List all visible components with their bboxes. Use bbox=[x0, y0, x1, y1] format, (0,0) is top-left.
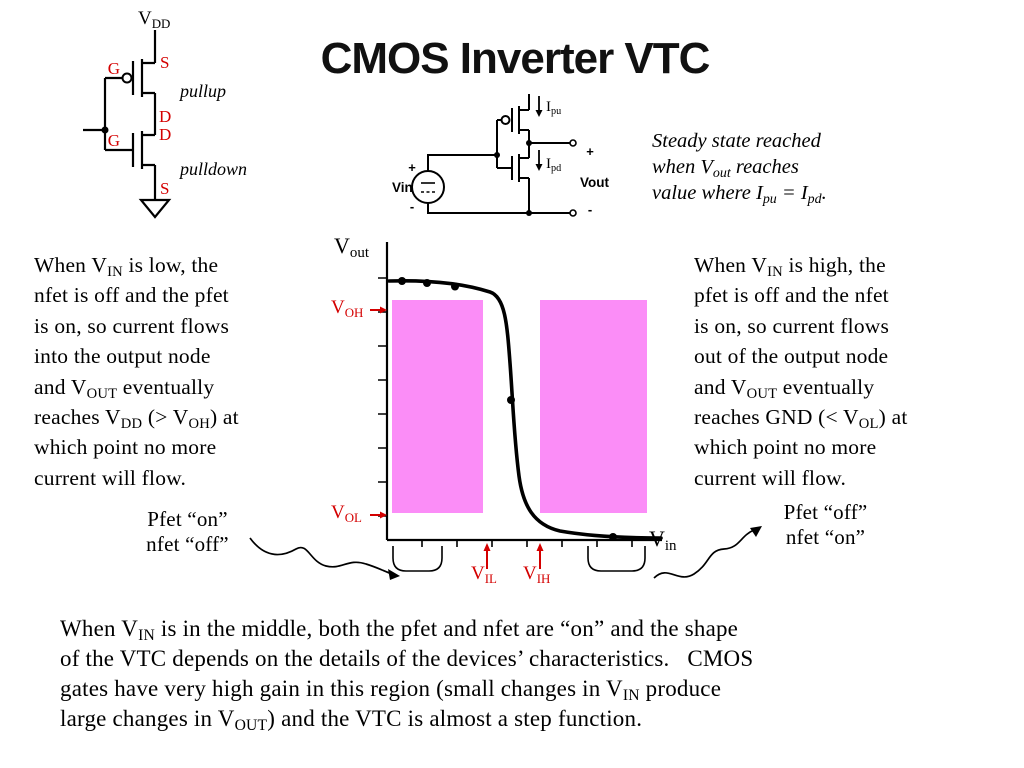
x-axis-label: Vin bbox=[649, 526, 677, 555]
pmos-bubble bbox=[121, 72, 133, 84]
noise-margin-low-region bbox=[540, 300, 647, 513]
pmos-gate-label: G bbox=[108, 59, 120, 78]
bottom-terminal bbox=[569, 209, 577, 217]
source-plus: + bbox=[408, 160, 416, 175]
ipd-label: Ipd bbox=[546, 156, 562, 174]
pullup-pulldown-schematic: S G D D G S pullup pulldown bbox=[83, 30, 247, 219]
ground-symbol bbox=[138, 198, 172, 219]
mini-circuit-wires bbox=[427, 94, 570, 214]
vol-arrow bbox=[370, 511, 387, 519]
vil-arrow bbox=[483, 543, 491, 569]
ipd-arrow bbox=[535, 150, 543, 171]
vil-label: VIL bbox=[471, 563, 497, 586]
voh-arrow bbox=[370, 306, 387, 314]
right-region-bracket bbox=[587, 546, 646, 572]
pmos-source-label: S bbox=[160, 53, 169, 72]
vin-label: Vin bbox=[392, 180, 413, 195]
output-plus: + bbox=[586, 144, 594, 159]
nmos-drain-label: D bbox=[159, 125, 171, 144]
output-terminal bbox=[569, 139, 577, 147]
vtc-curve bbox=[387, 279, 663, 540]
page-title: CMOS Inverter VTC bbox=[320, 34, 711, 83]
x-ticks bbox=[421, 540, 633, 547]
vih-arrow bbox=[536, 543, 544, 569]
nmos-source-label: S bbox=[160, 179, 169, 198]
mini-nmos-channel bbox=[518, 154, 529, 182]
ipu-arrow bbox=[535, 96, 543, 117]
axes bbox=[385, 242, 662, 542]
y-ticks bbox=[378, 277, 387, 517]
pullup-label: pullup bbox=[178, 81, 226, 101]
output-minus: - bbox=[588, 202, 592, 217]
source-minus: - bbox=[410, 199, 414, 214]
ipu-label: Ipu bbox=[546, 99, 562, 117]
bottom-node-dot bbox=[526, 210, 532, 216]
junction-dot bbox=[494, 152, 500, 158]
voh-label: VOH bbox=[331, 297, 364, 320]
vih-label: VIH bbox=[523, 563, 551, 586]
schematic-wires bbox=[83, 30, 172, 219]
vol-label: VOL bbox=[331, 502, 362, 525]
pfet-on-callout: Pfet “on”nfet “off” bbox=[146, 507, 229, 556]
curve-sample-dots bbox=[398, 277, 617, 541]
inverter-current-schematic: + - Vin + Vout - bbox=[392, 94, 609, 217]
mini-pmos-channel bbox=[518, 106, 529, 134]
pmos-drain-label: D bbox=[159, 107, 171, 126]
vdd-label: VDD bbox=[138, 8, 171, 31]
bottom-rail bbox=[427, 203, 570, 214]
noise-margin-high-region bbox=[392, 300, 483, 513]
nmos-gate-label: G bbox=[108, 131, 120, 150]
pfet-off-callout: Pfet “off”nfet “on” bbox=[783, 500, 868, 549]
pulldown-label: pulldown bbox=[178, 159, 247, 179]
vout-label: Vout bbox=[580, 175, 609, 190]
vtc-graph bbox=[370, 242, 663, 572]
input-junction-dot bbox=[101, 126, 109, 134]
vin-source bbox=[411, 170, 445, 204]
y-axis-label: Vout bbox=[334, 233, 369, 262]
left-region-bracket bbox=[392, 546, 443, 572]
middle-region-note: When VIN is in the middle, both the pfet… bbox=[60, 616, 754, 735]
mini-pmos-bubble bbox=[500, 115, 511, 125]
output-node-dot bbox=[526, 140, 532, 146]
